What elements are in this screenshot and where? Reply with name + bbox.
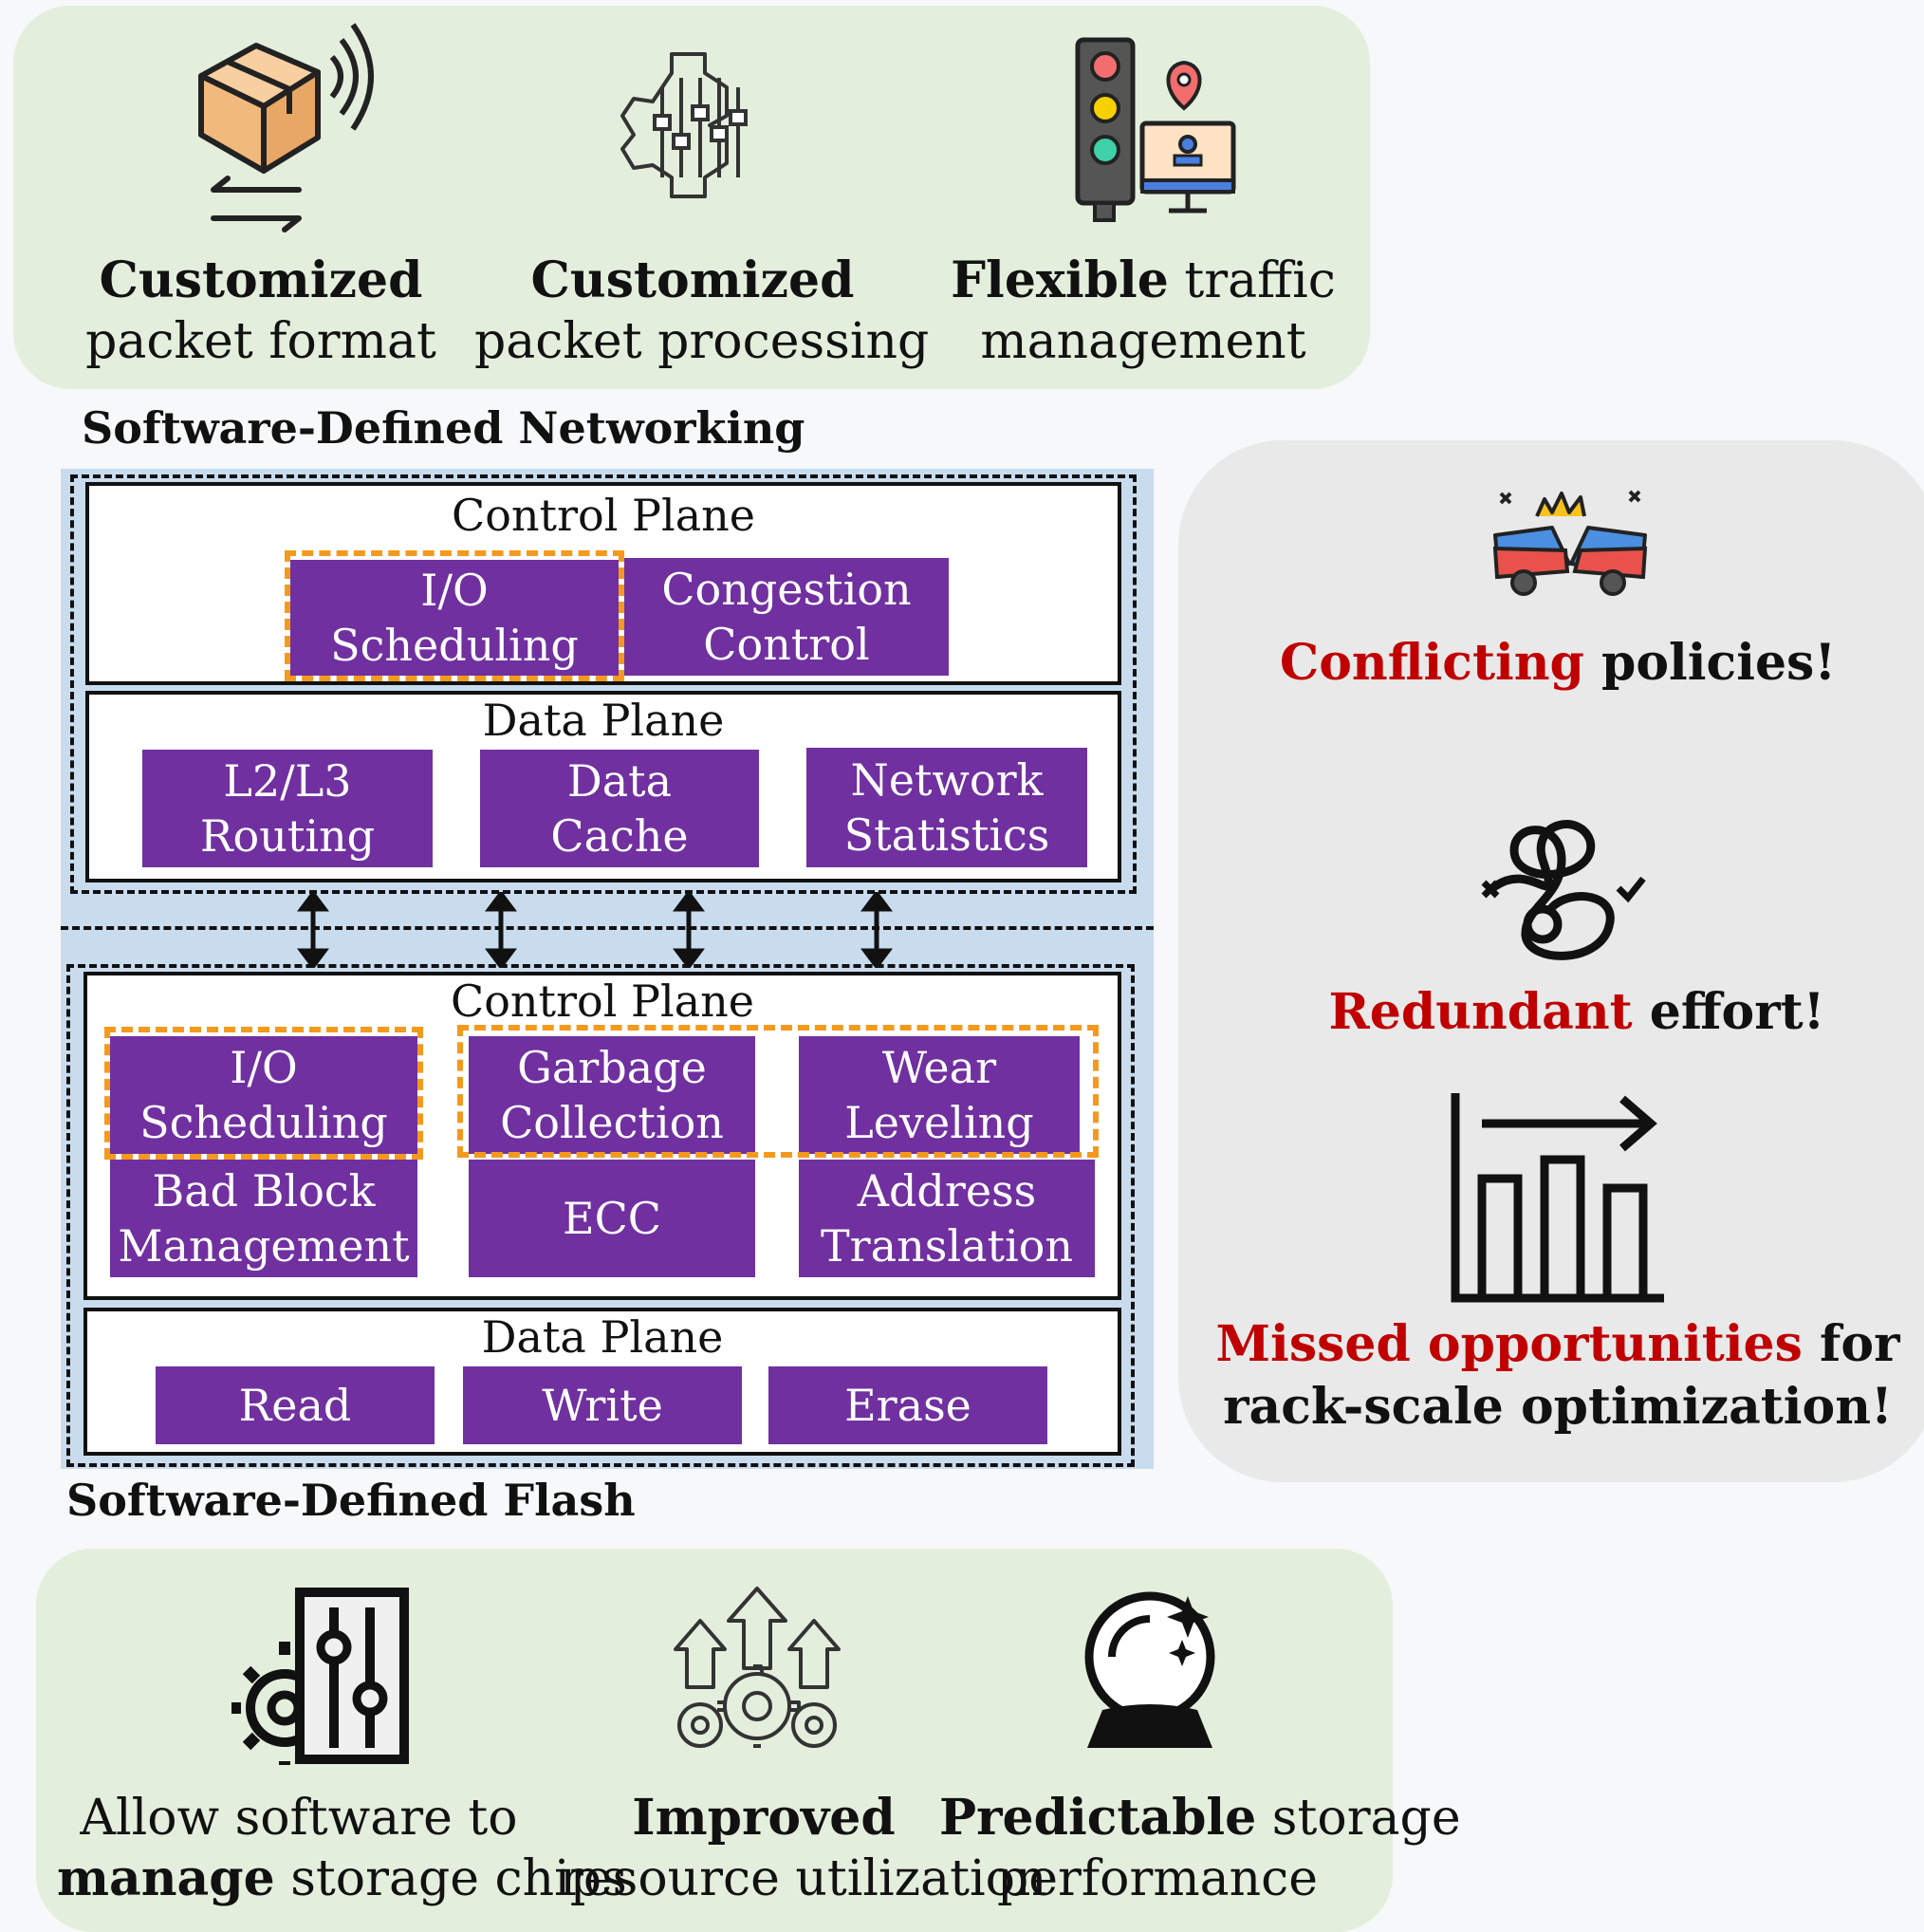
sdf-io-scheduling-box: I/O Scheduling <box>110 1036 417 1154</box>
feature-bold: Predictable <box>939 1789 1257 1847</box>
sdn-io-scheduling-box: I/O Scheduling <box>290 560 619 676</box>
routing-box: L2/L3 Routing <box>142 750 433 867</box>
feature-customized-packet-processing: Customized packet processing <box>474 251 930 372</box>
feature-improved-utilization: Improved resource utilization <box>560 1788 1047 1909</box>
sdf-boundary <box>66 964 1135 1467</box>
erase-box: Erase <box>768 1366 1047 1444</box>
sdn-boundary <box>70 474 1137 894</box>
gears-arrows-up-icon <box>674 1587 841 1748</box>
sdf-io-scheduling-highlight <box>104 1027 423 1160</box>
warn-red: Conflicting <box>1279 634 1584 692</box>
wear-leveling-box: Wear Leveling <box>799 1036 1080 1154</box>
package-wireless-icon <box>198 23 374 232</box>
sdn-congestion-control-box: Congestion Control <box>624 558 949 676</box>
write-box: Write <box>463 1366 742 1444</box>
plane-separator <box>61 926 1154 930</box>
gear-sliders-panel-icon <box>231 1588 409 1765</box>
feature-customized-packet-format: Customized packet format <box>57 251 465 372</box>
interface-arrows <box>297 892 893 968</box>
feature-line2: resource utilization <box>560 1850 1047 1907</box>
plane-title: Control Plane <box>451 975 754 1027</box>
sdf-title: Software-Defined Flash <box>66 1475 636 1526</box>
feature-line2: management <box>980 313 1306 370</box>
warn-rest: policies! <box>1583 634 1837 692</box>
data-cache-box: Data Cache <box>480 750 759 867</box>
feature-line1: Allow software to <box>80 1790 518 1847</box>
conflicting-policies-text: Conflicting policies! <box>1197 632 1918 695</box>
address-translation-box: Address Translation <box>799 1160 1095 1277</box>
warn-line2: rack-scale optimization! <box>1223 1378 1893 1436</box>
bar-chart-arrow-icon <box>1451 1093 1664 1303</box>
missed-opportunities-text: Missed opportunities for rack-scale opti… <box>1197 1313 1918 1439</box>
ecc-box: ECC <box>469 1160 755 1277</box>
warn-rest: effort! <box>1632 983 1825 1041</box>
tangled-path-icon <box>1481 820 1646 960</box>
gear-sliders-icon <box>620 52 748 198</box>
feature-predictable-performance: Predictable storage performance <box>939 1788 1461 1909</box>
warn-rest: for <box>1802 1315 1900 1373</box>
garbage-collection-box: Garbage Collection <box>469 1036 755 1154</box>
read-box: Read <box>156 1366 435 1444</box>
crystal-ball-icon <box>1084 1591 1215 1748</box>
plane-title: Data Plane <box>482 695 725 746</box>
feature-rest: storage chips <box>274 1850 627 1907</box>
sdn-io-scheduling-highlight <box>285 550 624 681</box>
feature-line2: performance <box>996 1850 1319 1907</box>
feature-manage-storage-chips: Allow software to manage storage chips <box>57 1788 627 1909</box>
gc-wear-leveling-highlight <box>457 1025 1099 1158</box>
feature-bold: manage <box>57 1849 275 1907</box>
feature-bold: Customized <box>530 251 855 309</box>
feature-rest: storage <box>1256 1790 1461 1847</box>
feature-flexible-traffic: Flexible traffic management <box>939 251 1347 372</box>
feature-bold: Flexible <box>951 251 1169 309</box>
sdn-title: Software-Defined Networking <box>82 402 805 454</box>
warn-red: Missed opportunities <box>1215 1315 1803 1373</box>
network-statistics-box: Network Statistics <box>806 748 1087 867</box>
feature-rest: traffic <box>1168 252 1336 309</box>
feature-bold: Customized <box>99 251 423 309</box>
plane-title: Control Plane <box>452 490 755 541</box>
redundant-effort-text: Redundant effort! <box>1197 981 1924 1044</box>
warn-red: Redundant <box>1328 983 1633 1041</box>
problems-panel <box>1178 440 1924 1482</box>
feature-line2: packet format <box>85 313 436 370</box>
car-crash-icon <box>1492 490 1648 596</box>
feature-line2: packet processing <box>474 313 930 370</box>
traffic-light-icon <box>1075 37 1236 222</box>
plane-title: Data Plane <box>481 1311 724 1363</box>
bad-block-management-box: Bad Block Management <box>110 1160 417 1277</box>
feature-bold: Improved <box>632 1789 896 1847</box>
